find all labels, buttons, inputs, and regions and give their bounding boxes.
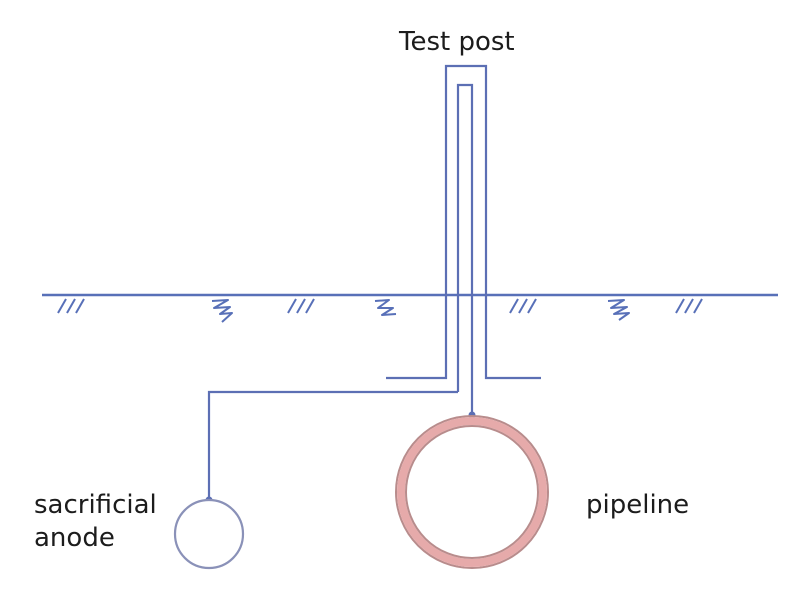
sacrificial-anode-label: sacrificial anode xyxy=(34,489,157,554)
ground-hatch-icon xyxy=(57,298,703,314)
test-post-label: Test post xyxy=(399,27,515,57)
test-post-housing xyxy=(386,64,541,380)
pipeline-cross-section xyxy=(395,415,549,569)
pipeline-label: pipeline xyxy=(586,490,690,520)
sacrificial-anode-label-line1: sacrificial xyxy=(34,490,157,520)
sacrificial-anode xyxy=(173,498,245,570)
sacrificial-anode-label-line2: anode xyxy=(34,522,115,553)
anode-lead-wire xyxy=(207,390,458,499)
pipeline-lead-wire xyxy=(456,83,474,414)
ground-squiggle-icon xyxy=(211,299,630,323)
